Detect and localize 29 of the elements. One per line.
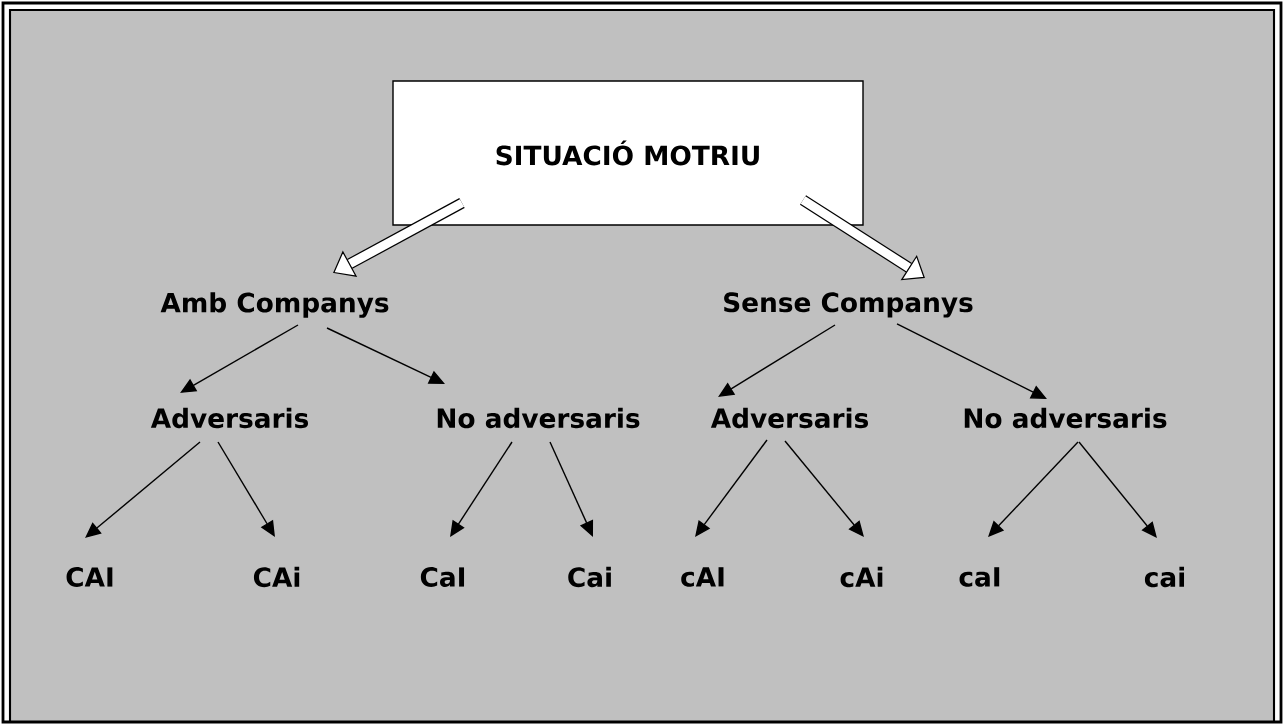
node-label: cai — [1144, 566, 1184, 588]
arrow — [180, 324, 299, 393]
block-arrow — [333, 198, 465, 278]
node-label: CAI — [66, 567, 113, 587]
node-label: Sense Companys — [724, 292, 973, 318]
arrow — [326, 327, 445, 384]
node-label: No adversaris — [437, 407, 640, 429]
node-label: cAi — [840, 566, 883, 588]
arrow — [217, 441, 275, 537]
block-arrow — [799, 195, 925, 281]
arrow — [896, 323, 1047, 399]
node-label: Cai — [568, 566, 611, 588]
arrow — [85, 441, 201, 538]
node-label: CAi — [253, 566, 300, 588]
node-label: Adversaris — [150, 407, 308, 429]
arrow — [988, 441, 1079, 537]
node-label: caI — [959, 567, 1000, 587]
node-label: cAI — [681, 567, 724, 587]
node-label: No adversaris — [964, 407, 1167, 429]
title-box: SITUACIÓ MOTRIU — [392, 80, 864, 226]
arrow — [784, 440, 864, 537]
arrow — [450, 441, 513, 537]
node-label: Adversaris — [710, 407, 868, 429]
node-label: CaI — [420, 567, 465, 587]
arrow — [1078, 441, 1157, 538]
arrow — [718, 324, 836, 397]
arrow — [695, 439, 768, 537]
node-label: Amb Companys — [160, 292, 389, 318]
arrow — [549, 441, 594, 537]
